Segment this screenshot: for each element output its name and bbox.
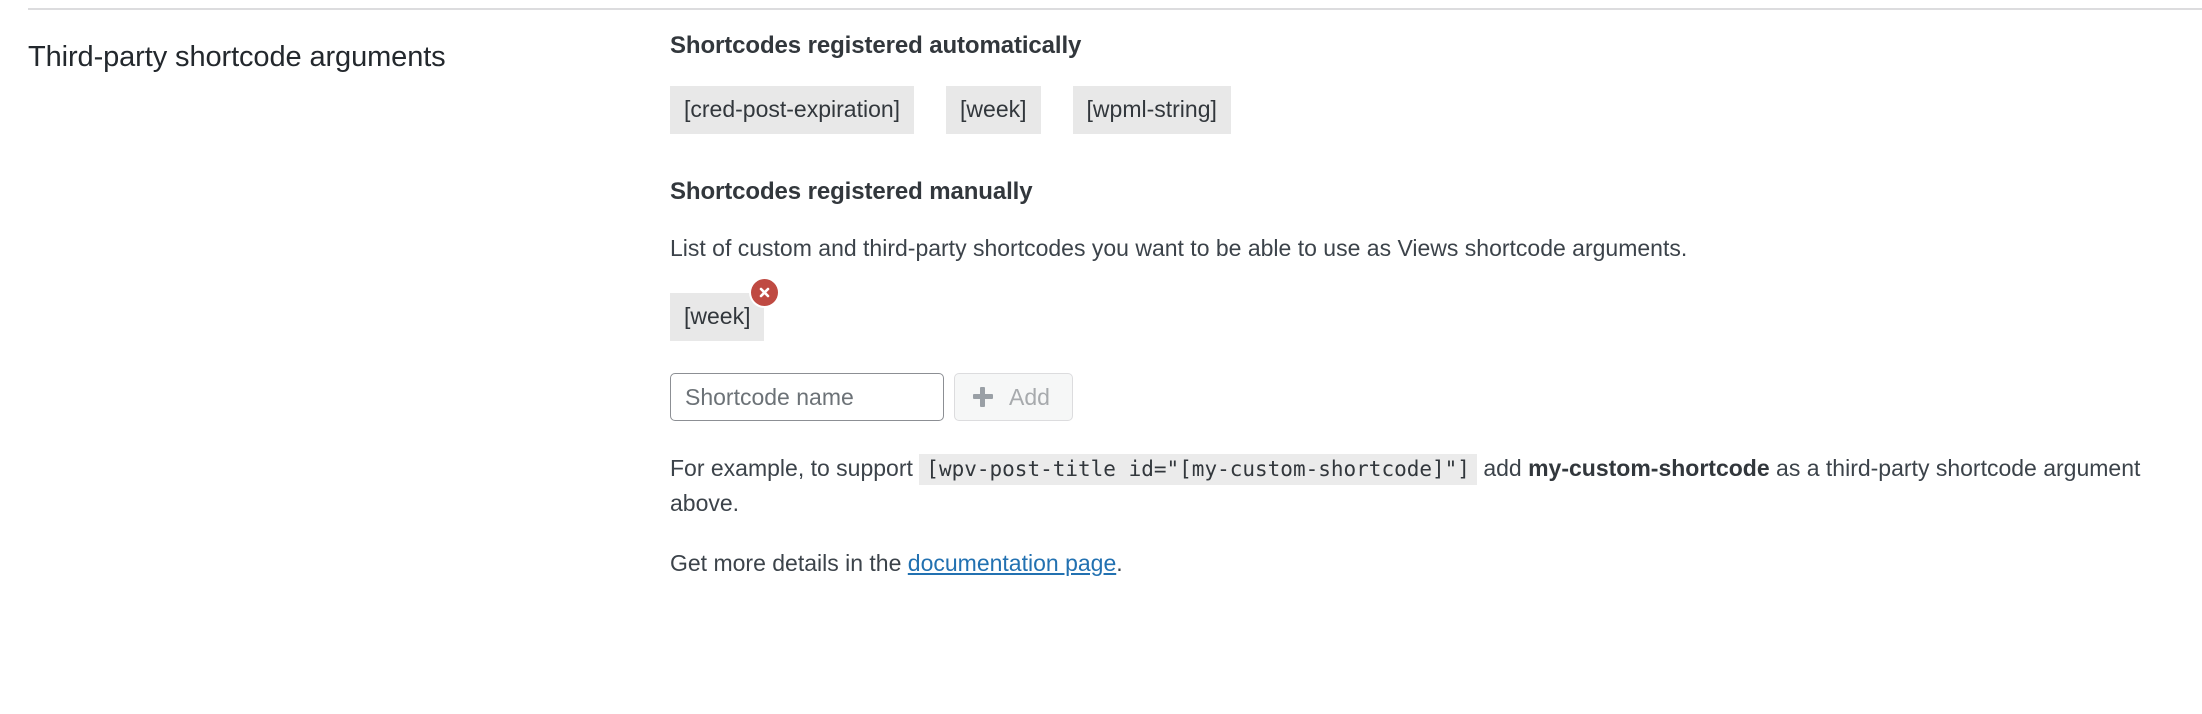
documentation-page-link[interactable]: documentation page <box>907 550 1117 577</box>
example-prefix: For example, to support <box>670 455 913 482</box>
section-divider <box>28 8 2202 10</box>
add-shortcode-button[interactable]: Add <box>954 373 1073 422</box>
manual-shortcodes-heading: Shortcodes registered manually <box>670 178 1033 206</box>
shortcode-name-input[interactable] <box>670 373 944 422</box>
automatic-shortcodes-list: [cred-post-expiration] [week] [wpml-stri… <box>670 86 2182 135</box>
shortcode-tag: [wpml-string] <box>1072 86 1231 135</box>
shortcode-tag-removable: [week] <box>670 279 779 342</box>
example-suffix: as a third-party shortcode argument abov… <box>670 455 2141 516</box>
add-button-label: Add <box>1009 383 1050 410</box>
documentation-prefix: Get more details in the <box>670 550 902 577</box>
plus-icon <box>973 387 993 408</box>
shortcode-tag-label: [week] <box>684 303 751 330</box>
add-shortcode-row: Add <box>670 373 2182 422</box>
example-bold-term: my-custom-shortcode <box>1528 455 1770 482</box>
section-container: Third-party shortcode arguments Shortcod… <box>0 30 2202 581</box>
documentation-suffix: . <box>1116 550 1123 577</box>
documentation-line: Get more details in the documentation pa… <box>670 546 2182 581</box>
manual-shortcodes-description: List of custom and third-party shortcode… <box>670 234 1688 261</box>
example-code: [wpv-post-title id="[my-custom-shortcode… <box>919 454 1477 486</box>
automatic-shortcodes-heading: Shortcodes registered automatically <box>670 32 1082 59</box>
example-middle: add <box>1483 455 1522 482</box>
shortcode-tag: [cred-post-expiration] <box>670 86 915 135</box>
section-left-column: Third-party shortcode arguments <box>0 30 670 77</box>
page-title: Third-party shortcode arguments <box>28 41 446 73</box>
section-right-column: Shortcodes registered automatically [cre… <box>670 30 2202 581</box>
manual-shortcodes-list: [week] <box>670 279 2182 342</box>
remove-shortcode-icon[interactable] <box>751 279 779 307</box>
shortcode-tag: [week] <box>946 86 1041 135</box>
example-text: For example, to support [wpv-post-title … <box>670 451 2170 520</box>
